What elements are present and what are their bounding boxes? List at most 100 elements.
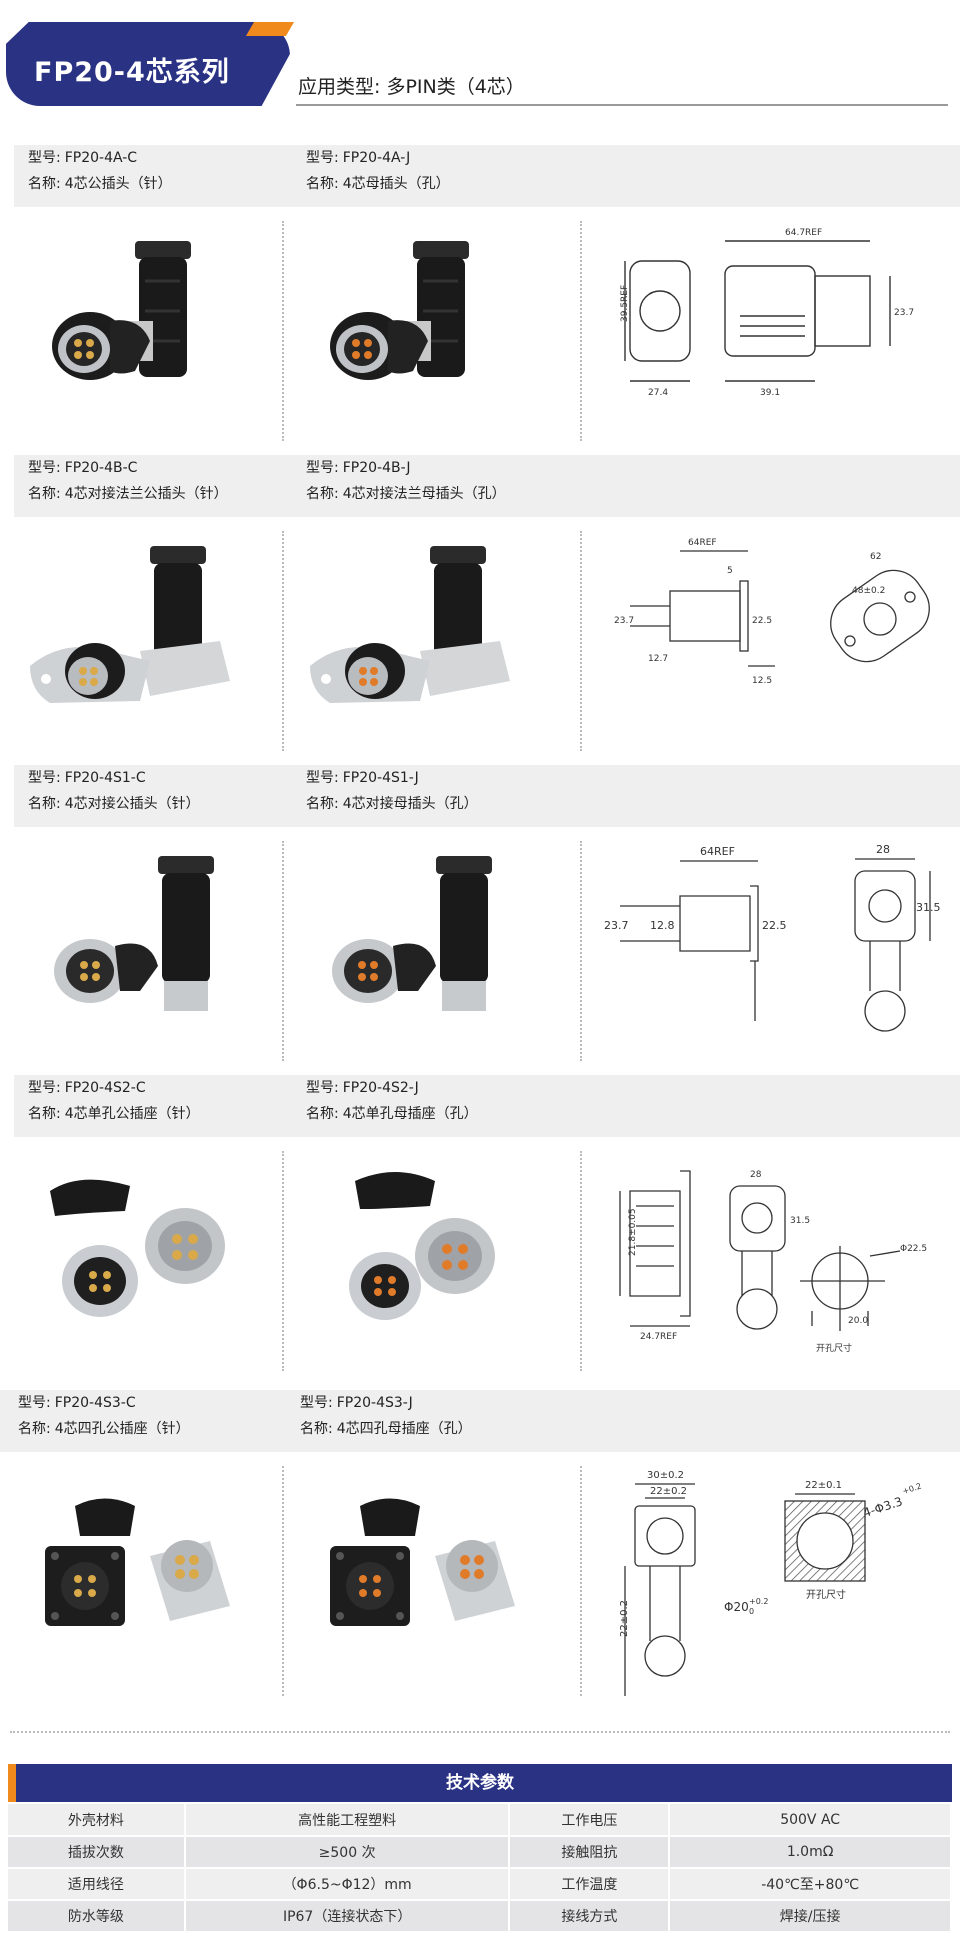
model-value: FP20-4A-J [342, 150, 411, 166]
title-banner [6, 22, 290, 106]
info-left: 型号:FP20-4S1-C 名称:4芯对接公插头（针） [28, 765, 200, 817]
dim-label: +0.2 [901, 1481, 922, 1496]
product-photo-single-hole-female [349, 1172, 495, 1320]
dim-label: Φ22.5 [900, 1244, 927, 1254]
dim-label: +0.2 [749, 1597, 768, 1606]
dim-label: 12.5 [752, 676, 772, 686]
column-divider [282, 221, 284, 441]
model-label: 型号: [18, 1395, 51, 1411]
product-section-4b: 型号:FP20-4B-C 名称:4芯对接法兰公插头（针） 型号:FP20-4B-… [0, 455, 960, 765]
model-value: FP20-4S1-C [64, 770, 146, 786]
model-label: 型号: [300, 1395, 333, 1411]
info-left: 型号:FP20-4S2-C 名称:4芯单孔公插座（针） [28, 1075, 200, 1127]
dim-label: 64REF [700, 845, 735, 858]
column-divider [282, 531, 284, 751]
dim-label: 12.7 [648, 654, 668, 664]
series-title: FP20-4芯系列 [34, 57, 230, 88]
model-label: 型号: [306, 460, 339, 476]
image-area: 30±0.2 22±0.2 22±0.1 4-Φ3.3 +0.2 Φ20 +0.… [0, 1466, 960, 1706]
spec-value: 焊接/压接 [669, 1900, 952, 1933]
name-label: 名称: [28, 1106, 61, 1122]
name-value: 4芯对接法兰公插头（针） [64, 486, 228, 502]
header-divider [296, 104, 948, 106]
model-label: 型号: [306, 1080, 339, 1096]
table-row: 外壳材料 高性能工程塑料 工作电压 500V AC [8, 1804, 952, 1837]
product-photo-inline-male [54, 856, 214, 1011]
dimension-drawing-4s1: 64REF 23.7 12.8 22.5 28 31.5 [604, 843, 941, 1032]
name-value: 4芯四孔母插座（孔） [336, 1421, 472, 1437]
dim-label: 30±0.2 [647, 1470, 684, 1481]
model-value: FP20-4S3-J [336, 1395, 413, 1411]
column-divider [282, 1466, 284, 1696]
spec-value: 500V AC [669, 1804, 952, 1837]
name-value: 4芯四孔公插座（针） [54, 1421, 190, 1437]
dim-label: 22±0.2 [650, 1486, 687, 1497]
dim-label: 31.5 [916, 901, 941, 914]
image-area: 64REF 23.7 12.8 22.5 28 31.5 [0, 841, 960, 1061]
info-band: 型号:FP20-4S2-C 名称:4芯单孔公插座（针） 型号:FP20-4S2-… [14, 1075, 960, 1137]
name-value: 4芯对接母插头（孔） [342, 796, 478, 812]
dim-label: 22±0.1 [805, 1480, 842, 1491]
info-right: 型号:FP20-4B-J 名称:4芯对接法兰母插头（孔） [306, 455, 506, 507]
dim-label: 64.7REF [785, 228, 822, 238]
column-divider [580, 1151, 582, 1371]
column-divider [580, 841, 582, 1061]
info-band: 型号:FP20-4S3-C 名称:4芯四孔公插座（针） 型号:FP20-4S3-… [0, 1390, 960, 1452]
name-value: 4芯母插头（孔） [342, 176, 450, 192]
spec-key: 接触阻抗 [509, 1836, 671, 1869]
dim-label: 20.0 [848, 1316, 868, 1326]
dim-label: 39.1 [760, 388, 780, 398]
spec-key: 工作电压 [509, 1804, 671, 1837]
model-value: FP20-4B-C [64, 460, 138, 476]
column-divider [580, 1466, 582, 1696]
table-row: 插拔次数 ≥500 次 接触阻抗 1.0mΩ [8, 1836, 952, 1869]
table-row: 防水等级 IP67（连接状态下） 接线方式 焊接/压接 [8, 1900, 952, 1933]
spec-divider [10, 1731, 950, 1733]
product-photo-four-hole-male [45, 1498, 230, 1626]
spec-title: 技术参数 [8, 1764, 952, 1802]
product-photo-male-plug [52, 241, 191, 380]
dim-label: Φ20 [724, 1600, 749, 1614]
dim-label: 31.5 [790, 1216, 810, 1226]
name-label: 名称: [18, 1421, 51, 1437]
image-area: 64.7REF 39.5REF 23.7 27.4 39.1 [0, 221, 960, 441]
dimension-drawing-4a: 64.7REF 39.5REF 23.7 27.4 39.1 [620, 228, 914, 398]
name-label: 名称: [306, 1106, 339, 1122]
name-label: 名称: [28, 176, 61, 192]
spec-key: 插拔次数 [8, 1836, 186, 1869]
name-label: 名称: [306, 486, 339, 502]
name-value: 4芯对接公插头（针） [64, 796, 200, 812]
model-label: 型号: [306, 150, 339, 166]
table-row: 适用线径 （Φ6.5~Φ12）mm 工作温度 -40℃至+80℃ [8, 1868, 952, 1901]
info-left: 型号:FP20-4B-C 名称:4芯对接法兰公插头（针） [28, 455, 228, 507]
product-photo-four-hole-female [330, 1498, 515, 1626]
spec-value: 高性能工程塑料 [184, 1804, 511, 1837]
dim-label: 21.8±0.05 [628, 1208, 638, 1256]
dim-label: 27.4 [648, 388, 668, 398]
dim-label: 4-Φ3.3 [861, 1494, 904, 1520]
info-band: 型号:FP20-4A-C 名称:4芯公插头（针） 型号:FP20-4A-J 名称… [14, 145, 960, 207]
model-value: FP20-4S2-J [342, 1080, 419, 1096]
info-right: 型号:FP20-4S1-J 名称:4芯对接母插头（孔） [306, 765, 478, 817]
info-band: 型号:FP20-4B-C 名称:4芯对接法兰公插头（针） 型号:FP20-4B-… [14, 455, 960, 517]
product-photo-flange-female [310, 546, 510, 703]
info-left: 型号:FP20-4A-C 名称:4芯公插头（针） [28, 145, 172, 197]
dim-label: 22.5 [752, 616, 772, 626]
model-label: 型号: [28, 1080, 61, 1096]
name-value: 4芯单孔母插座（孔） [342, 1106, 478, 1122]
spec-key: 外壳材料 [8, 1804, 186, 1837]
dim-label: 28 [876, 843, 890, 856]
info-right: 型号:FP20-4S2-J 名称:4芯单孔母插座（孔） [306, 1075, 478, 1127]
column-divider [282, 1151, 284, 1371]
product-section-4s3: 型号:FP20-4S3-C 名称:4芯四孔公插座（针） 型号:FP20-4S3-… [0, 1390, 960, 1720]
product-section-4s2: 型号:FP20-4S2-C 名称:4芯单孔公插座（针） 型号:FP20-4S2-… [0, 1075, 960, 1385]
dim-label: 64REF [688, 538, 717, 548]
model-label: 型号: [28, 460, 61, 476]
name-label: 名称: [300, 1421, 333, 1437]
spec-key: 适用线径 [8, 1868, 186, 1901]
dim-label: 28 [750, 1170, 762, 1180]
dim-label: 23.7 [614, 616, 634, 626]
name-value: 4芯公插头（针） [64, 176, 172, 192]
info-band: 型号:FP20-4S1-C 名称:4芯对接公插头（针） 型号:FP20-4S1-… [14, 765, 960, 827]
info-right: 型号:FP20-4A-J 名称:4芯母插头（孔） [306, 145, 450, 197]
